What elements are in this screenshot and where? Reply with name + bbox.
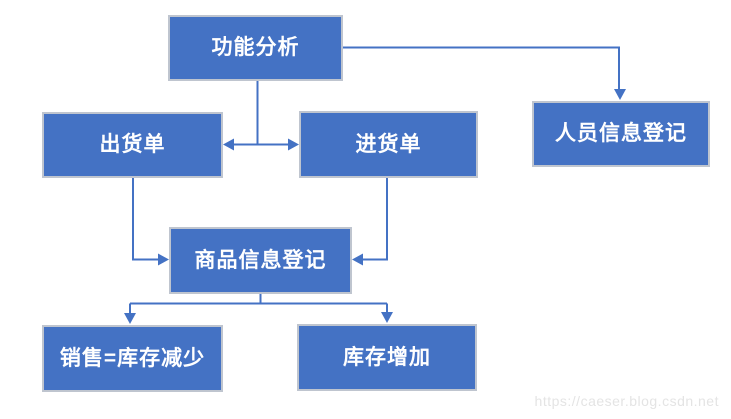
node-inventory-increase: 库存增加 (297, 324, 477, 391)
connector-shipping-to-product (132, 178, 169, 266)
node-personnel-info-registration: 人员信息登记 (532, 101, 710, 167)
node-function-analysis: 功能分析 (168, 15, 343, 81)
connector-purchase-to-product (352, 178, 388, 266)
connector-function-to-orders (223, 81, 299, 151)
node-product-info-registration: 商品信息登记 (169, 227, 352, 294)
node-shipping-order: 出货单 (42, 112, 223, 178)
connector-function-to-personnel (343, 46, 626, 100)
node-purchase-order: 进货单 (299, 111, 478, 178)
watermark-text: https://caeser.blog.csdn.net (534, 393, 719, 409)
connector-product-to-bottom-nodes (124, 294, 393, 324)
node-sales-inventory-decrease: 销售=库存减少 (42, 325, 223, 392)
